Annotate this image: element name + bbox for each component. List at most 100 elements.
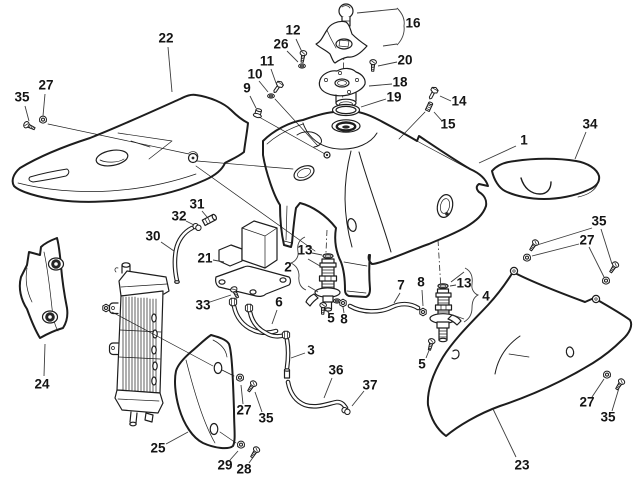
screw-35: [607, 260, 621, 275]
callout-2: 2: [284, 260, 292, 275]
callout-35: 35: [591, 214, 607, 229]
shroud25-hole-upper: [213, 361, 223, 375]
wellnut-27: [523, 253, 531, 262]
leader-line: [311, 252, 323, 256]
hose-36: [286, 380, 348, 410]
leader-line: [212, 259, 225, 263]
fitting-31: [201, 213, 218, 227]
radiator-bracket-upper: [108, 302, 119, 315]
leader-line: [356, 8, 398, 14]
hose-fitting: [281, 330, 291, 340]
leader-line: [290, 352, 306, 359]
spacer-9: [252, 107, 264, 119]
panel-tab-hook: [509, 266, 519, 276]
callout-30: 30: [145, 229, 160, 244]
leader-line: [574, 131, 587, 160]
nut-8: [419, 307, 427, 317]
leader-line: [449, 284, 457, 287]
callout-20: 20: [397, 53, 412, 68]
callout-16: 16: [405, 16, 421, 31]
radiator-mount-nut: [102, 303, 110, 313]
screw-35: [527, 238, 541, 253]
leader-line: [433, 111, 443, 122]
wellnut-27: [236, 373, 244, 382]
bolt-14: [426, 85, 440, 102]
callout-10: 10: [247, 67, 262, 82]
callout-18: 18: [392, 75, 408, 90]
leader-line: [295, 38, 303, 53]
reservoir-body: [241, 220, 278, 269]
right-panel-23: [426, 238, 633, 437]
leader-line: [611, 387, 620, 412]
radiator: [108, 262, 170, 427]
screw-28: [248, 445, 262, 460]
callout-14: 14: [451, 94, 467, 109]
callout-19: 19: [386, 90, 401, 105]
callout-9: 9: [243, 81, 251, 96]
leader-line: [248, 455, 255, 464]
leader-line: [324, 308, 330, 314]
leader-line: [43, 343, 46, 377]
cap-stack: [315, 3, 378, 117]
top-left-fasteners: [22, 115, 47, 133]
callout-24: 24: [34, 377, 50, 392]
callout-4: 4: [482, 289, 490, 304]
leader-line: [478, 145, 517, 164]
leader-line: [425, 347, 431, 359]
radiator-bottom-tank: [114, 389, 164, 414]
callout-25: 25: [150, 441, 166, 456]
leader-line: [536, 227, 593, 246]
screw-35: [245, 379, 259, 394]
leader-line: [167, 46, 173, 93]
nut-8: [339, 298, 347, 308]
leader-line: [382, 43, 398, 47]
callout-3: 3: [307, 343, 315, 358]
bracket-2: [289, 236, 307, 291]
wellnut-27: [602, 276, 610, 285]
leader-line: [600, 228, 613, 265]
leader-line: [201, 210, 208, 218]
assembly-lines: [47, 98, 426, 367]
hose-7: [348, 302, 420, 313]
clamp-32: [192, 223, 202, 231]
lower-shroud-25: [102, 303, 262, 460]
callout-31: 31: [189, 197, 205, 212]
leader-line: [270, 68, 277, 84]
leader-line: [42, 93, 46, 117]
callout-34: 34: [582, 117, 598, 132]
reservoir-21: [172, 213, 292, 300]
hose-3: [285, 338, 290, 370]
leader-line: [271, 309, 278, 325]
leader-line: [439, 95, 452, 102]
tank-knee-oval: [293, 165, 315, 181]
leader-line: [209, 294, 232, 303]
radiator-outlet: [129, 421, 137, 427]
radiator-cap: [121, 262, 131, 268]
leader-line: [229, 450, 239, 461]
callout-11: 11: [260, 54, 275, 69]
bracket-4: [463, 267, 480, 323]
washer-10: [267, 93, 275, 99]
leader-line: [531, 243, 580, 257]
callout-12: 12: [285, 23, 300, 38]
callout-15: 15: [440, 117, 456, 132]
callout-28: 28: [236, 462, 252, 477]
leader-line: [588, 246, 605, 278]
callout-5: 5: [327, 311, 335, 326]
hose-fitting: [244, 303, 254, 313]
leader-line: [450, 271, 465, 283]
callout-brackets: [289, 7, 480, 323]
screw-5: [425, 337, 437, 352]
hose-6b: [248, 310, 287, 338]
callout-21: 21: [197, 251, 213, 266]
leader-line: [421, 289, 424, 307]
callout-13: 13: [297, 243, 313, 258]
wellnut-27: [39, 115, 47, 124]
screw-20: [368, 58, 378, 72]
o-ring-13-left: [322, 253, 334, 259]
callout-35: 35: [600, 410, 616, 425]
shroud25-hole-lower: [209, 422, 219, 436]
callout-32: 32: [171, 209, 186, 224]
callout-7: 7: [397, 278, 405, 293]
